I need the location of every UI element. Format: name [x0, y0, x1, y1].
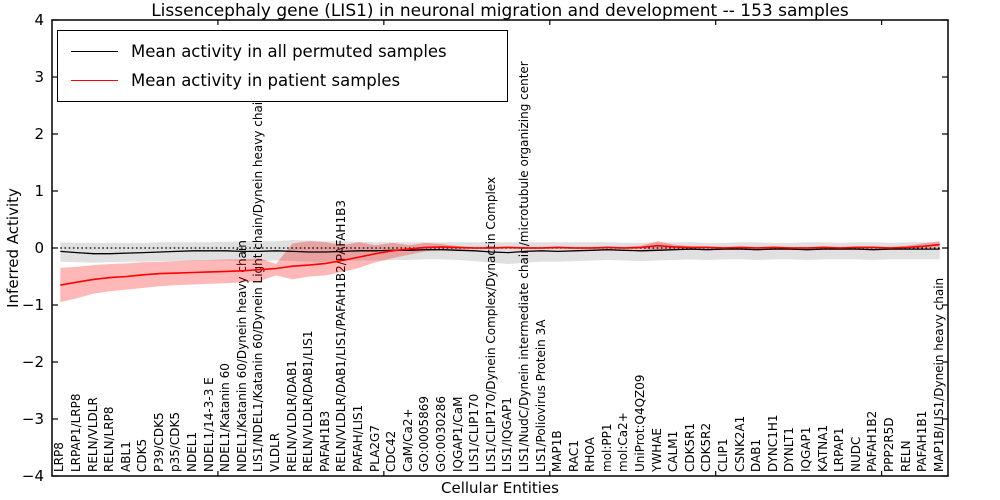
y-tick-label: −3: [21, 410, 44, 428]
y-tick-label: 3: [34, 68, 44, 86]
y-tick-label: −4: [21, 467, 44, 485]
legend-label-permuted: Mean activity in all permuted samples: [131, 41, 447, 61]
y-tick-label: 1: [34, 182, 44, 200]
legend: Mean activity in all permuted samples Me…: [57, 30, 508, 102]
legend-item-permuted: Mean activity in all permuted samples: [58, 42, 507, 61]
legend-item-patient: Mean activity in patient samples: [58, 71, 507, 90]
permuted-mean-line: [60, 248, 940, 255]
chart-title: Lissencephaly gene (LIS1) in neuronal mi…: [151, 1, 849, 21]
legend-label-patient: Mean activity in patient samples: [131, 71, 401, 91]
y-axis-label: Inferred Activity: [4, 188, 22, 308]
y-tick-label: 2: [34, 125, 44, 143]
legend-line-patient-icon: [71, 80, 118, 82]
legend-line-permuted-icon: [71, 50, 118, 52]
y-tick-label: −2: [21, 353, 44, 371]
y-tick-label: −1: [21, 296, 44, 314]
x-axis-label: Cellular Entities: [441, 479, 559, 497]
patient-mean-line: [60, 243, 940, 286]
y-tick-label: 0: [34, 239, 44, 257]
y-tick-label: 4: [34, 11, 44, 29]
